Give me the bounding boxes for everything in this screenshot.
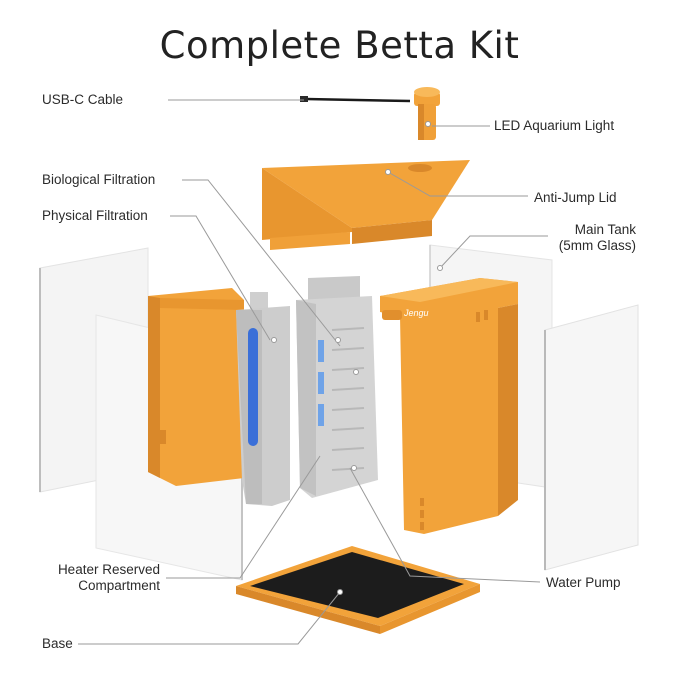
usb-cable <box>300 96 411 103</box>
label-main-tank-line1: Main Tank <box>574 222 636 237</box>
tank-back-compartment: Jengu <box>380 278 518 534</box>
page-title: Complete Betta Kit <box>159 24 520 67</box>
label-base: Base <box>42 636 73 651</box>
label-heater-line1: Heater Reserved <box>57 562 160 577</box>
heater-compartment <box>236 292 290 506</box>
label-biological-filtration: Biological Filtration <box>42 172 156 187</box>
glass-panel-right-front <box>544 304 639 571</box>
anti-jump-lid <box>262 160 470 250</box>
label-anti-jump-lid: Anti-Jump Lid <box>534 190 617 205</box>
label-main-tank-line2: (5mm Glass) <box>558 238 636 253</box>
label-led-light: LED Aquarium Light <box>494 118 615 133</box>
label-water-pump: Water Pump <box>546 575 621 590</box>
filtration-cartridge <box>296 276 378 498</box>
base-plate <box>236 546 480 634</box>
label-physical-filtration: Physical Filtration <box>42 208 148 223</box>
label-usb-cable: USB-C Cable <box>42 92 124 107</box>
callout-dots <box>271 121 443 595</box>
brand-logo: Jengu <box>403 308 429 318</box>
tank-left-shell <box>148 288 244 486</box>
label-heater-line2: Compartment <box>78 578 160 593</box>
label-main-tank: Main Tank (5mm Glass) <box>540 222 636 254</box>
led-light <box>414 87 440 140</box>
label-heater-compartment: Heater Reserved Compartment <box>34 562 160 594</box>
callout-lines <box>78 99 548 645</box>
